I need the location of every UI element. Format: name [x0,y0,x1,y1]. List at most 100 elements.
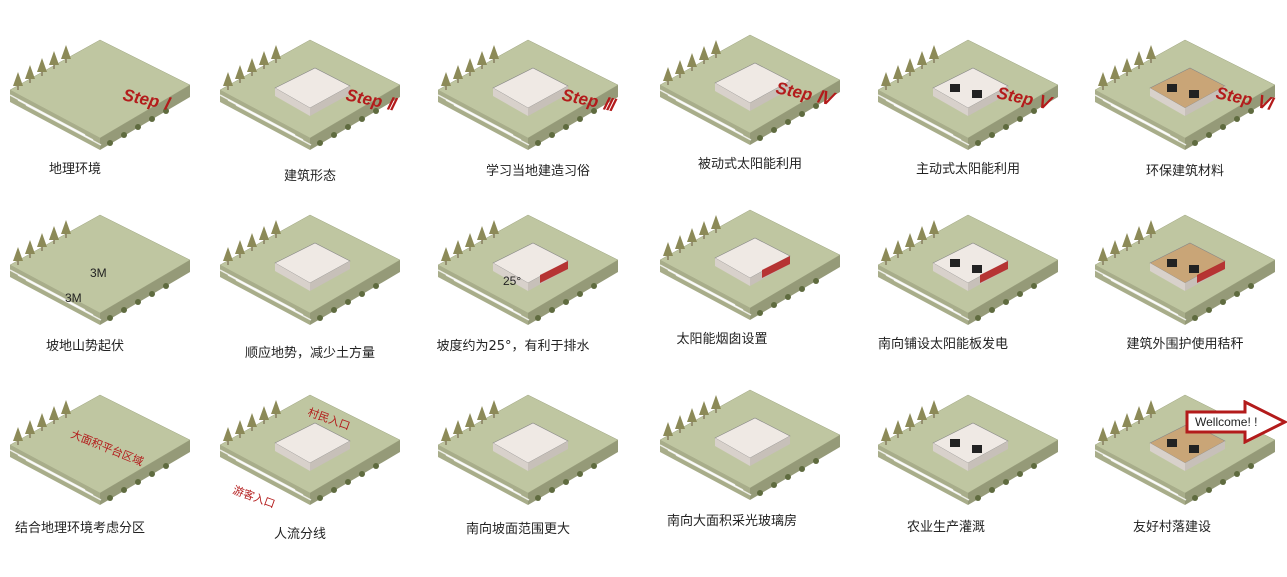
tree-icon [61,45,71,59]
tree-icon [699,46,709,60]
shrub-icon [359,291,365,297]
building-wall-right [528,86,568,116]
shrub-icon [757,135,763,141]
tree-icon [893,240,903,254]
terrain-illustration [437,39,619,150]
tree-icon [441,72,451,86]
shrub-icon [757,490,763,496]
building-wall-left [275,263,310,291]
shrub-icon [1017,471,1023,477]
terrain-illustration [877,394,1059,505]
tree-icon [477,226,487,240]
shrub-icon [121,307,127,313]
shrub-icon [317,315,323,321]
tree-icon [25,420,35,434]
building-wall-right [528,441,568,471]
caption: 顺应地势，减少土方量 [244,346,375,361]
tree-icon [711,40,721,54]
terrain-illustration [659,34,841,145]
solar-panel [1189,445,1199,453]
tree-icon [917,226,927,240]
terrain-group [659,389,841,500]
caption: 南向铺设太阳能板发电 [877,337,1008,352]
shrub-icon [975,315,981,321]
tree-icon [1098,247,1108,261]
tree-icon [259,406,269,420]
tree-icon [271,220,281,234]
terrace-line [893,279,970,321]
tree-icon [259,226,269,240]
building-wall-left [715,258,750,286]
caption: 地理环境 [48,162,101,177]
shrub-icon [591,283,597,289]
diagram-step-1: Step Ⅰ 地理环境 [0,20,200,190]
tree-icon [663,422,673,436]
tree-icon [881,427,891,441]
tree-icon [1122,58,1132,72]
tree-icon [929,45,939,59]
tree-icon [893,65,903,79]
shrub-icon [345,299,351,305]
tree-icon [711,395,721,409]
shrub-icon [317,495,323,501]
building-wall-left [493,88,528,116]
solar-panel [1189,90,1199,98]
shrub-icon [813,278,819,284]
terrain-group [659,209,841,320]
shrub-icon [799,286,805,292]
shrub-icon [373,283,379,289]
tree-icon [235,420,245,434]
shrub-icon [535,495,541,501]
tree-icon [477,51,487,65]
shrub-icon [535,315,541,321]
shrub-icon [135,299,141,305]
tree-icon [271,45,281,59]
terrain-illustration [1094,39,1276,150]
shrub-icon [317,140,323,146]
building-wall-right [968,86,1008,116]
terrain-group [877,39,1059,150]
shrub-icon [757,310,763,316]
tree-icon [1110,65,1120,79]
terrace-line [25,459,102,501]
shrub-icon [549,132,555,138]
terrain-illustration [9,39,191,150]
entrance-label: 村民入口 [306,405,352,433]
terrace-line [235,279,312,321]
diagram-step-2: Step Ⅱ 建筑形态 [210,20,410,190]
tree-icon [489,220,499,234]
welcome-sign: Wellcome! ! [1185,400,1287,444]
terrace-line [25,104,102,146]
shrub-icon [1003,479,1009,485]
shrub-icon [1206,307,1212,313]
building-wall-left [493,263,528,291]
tree-icon [1134,226,1144,240]
tree-icon [687,228,697,242]
tree-icon [49,226,59,240]
tree-icon [489,45,499,59]
shrub-icon [149,471,155,477]
tree-icon [687,408,697,422]
tree-icon [675,415,685,429]
shrub-icon [1192,140,1198,146]
shrub-icon [1220,124,1226,130]
tree-icon [663,67,673,81]
tree-icon [1110,240,1120,254]
building-wall-right [310,261,350,291]
entrance-label: 游客入口 [231,483,277,511]
diagram-slope-terrain: 3M 3M 坡地山势起伏 [0,195,200,365]
shrub-icon [813,103,819,109]
shrub-icon [1248,283,1254,289]
caption: 被动式太阳能利用 [697,157,802,172]
diagram-circulation: 村民入口 游客入口 人流分线 [210,375,410,545]
arrow-shape [1185,400,1287,444]
terrain-illustration [437,214,619,325]
solar-panel [1189,265,1199,273]
tree-icon [675,60,685,74]
building-wall-left [715,83,750,111]
tree-icon [1134,406,1144,420]
terrace-line [453,459,530,501]
shrub-icon [785,294,791,300]
diagram-step-3: Step Ⅲ 学习当地建造习俗 [428,20,628,190]
building-wall-left [715,438,750,466]
